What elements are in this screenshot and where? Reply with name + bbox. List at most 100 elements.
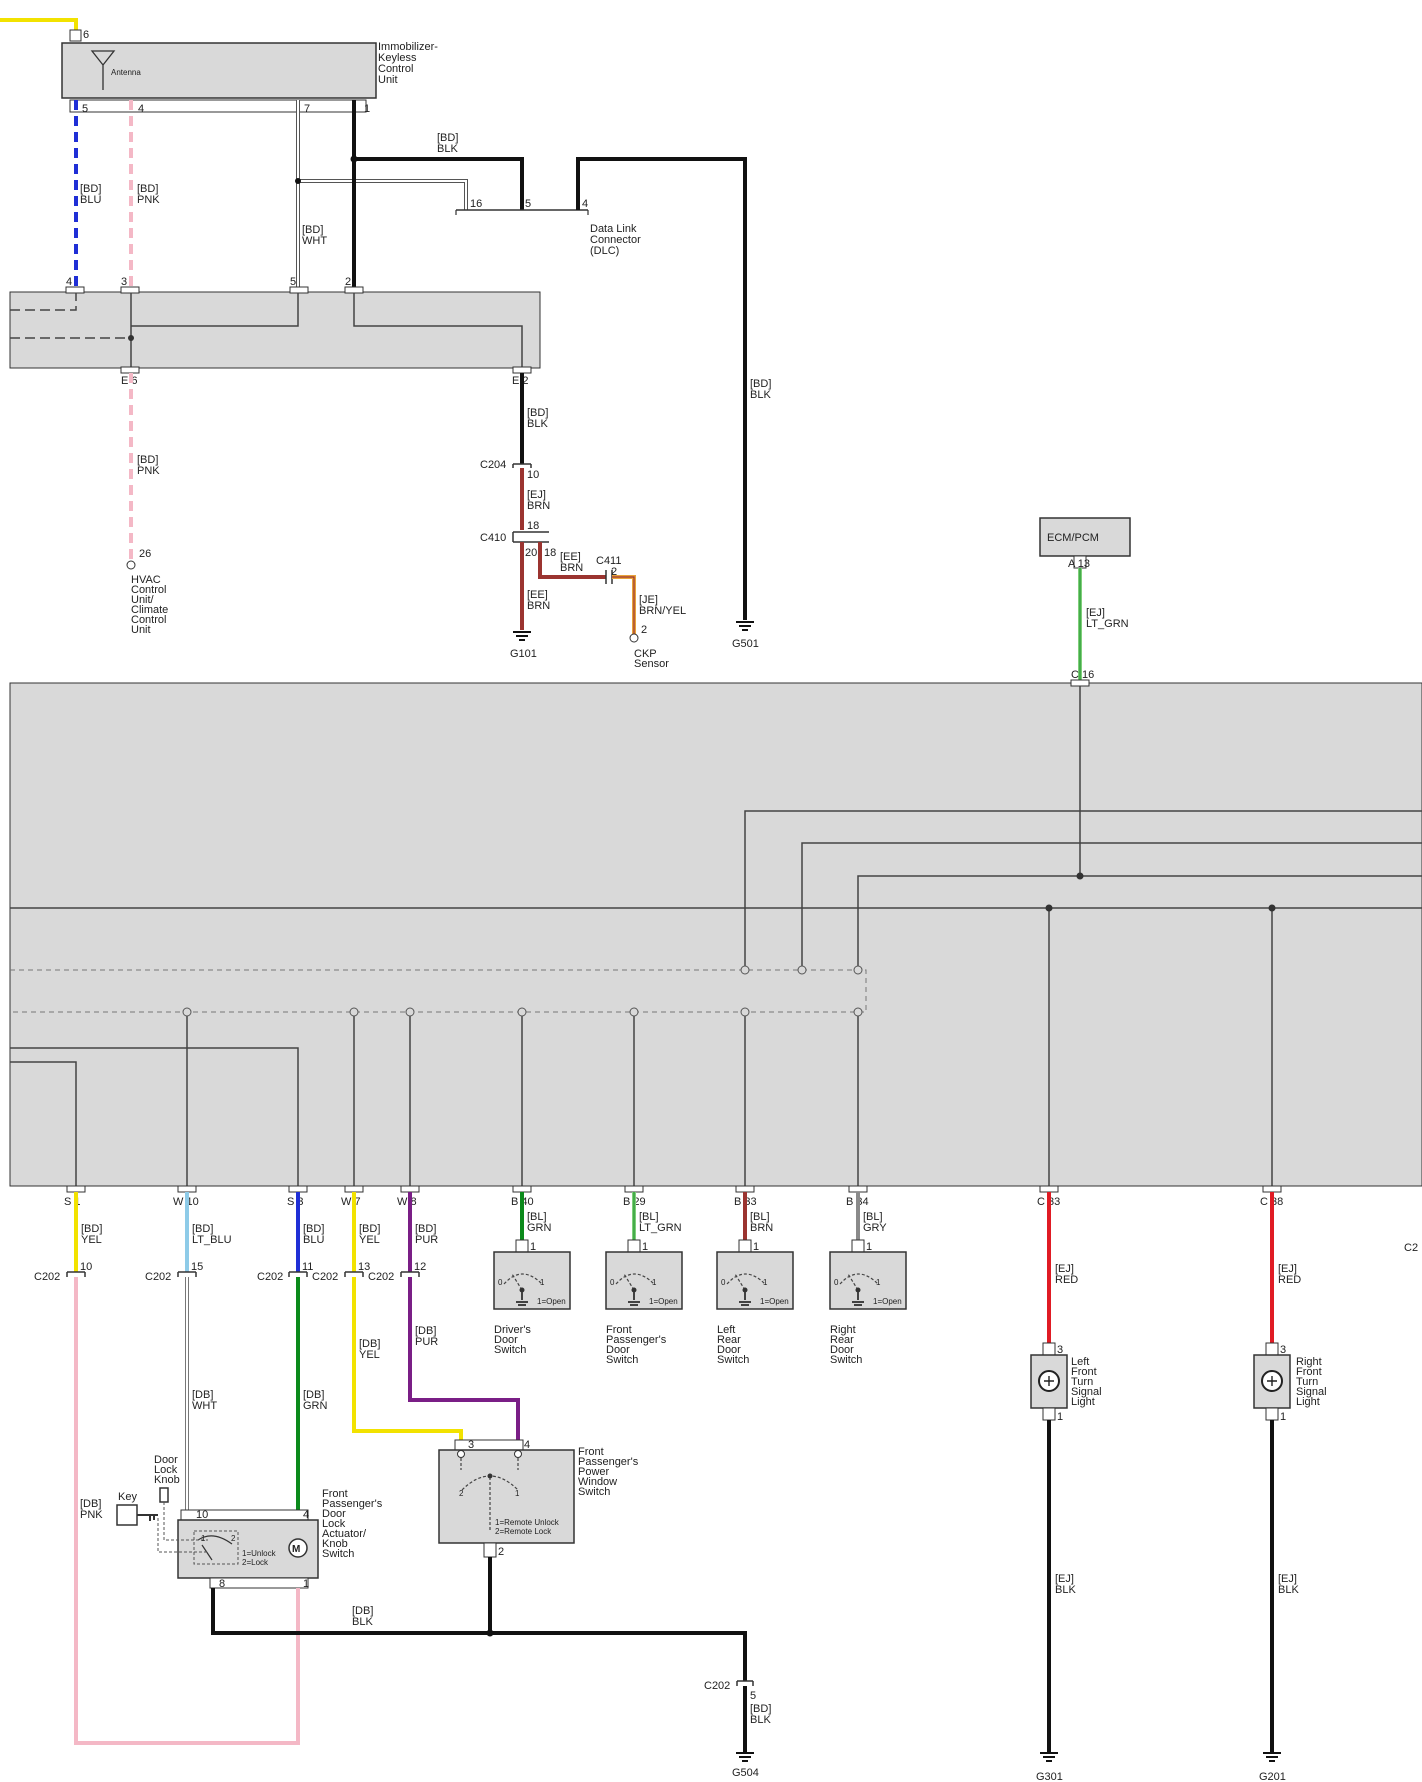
left-lamp-pin-1: 1: [1057, 1411, 1063, 1423]
wire-label-ecm-lt-grn: [EJ]LT_GRN: [1086, 607, 1129, 630]
connector-c410: [512, 531, 549, 543]
knob-link-dashed: [157, 1502, 208, 1553]
wire-label-imm-pnk: [BD]PNK: [137, 183, 160, 206]
left-rear-switch-pin: 1: [753, 1241, 759, 1253]
left-front-turn-signal-light: [1030, 1342, 1068, 1421]
c204-label: C204: [480, 459, 506, 471]
front-pass-open-legend: 1=Open: [649, 1297, 678, 1306]
wire-label-db-wht: [DB]WHT: [192, 1389, 217, 1412]
actuator-pin-8: 8: [219, 1578, 225, 1590]
actuator-pin-4: 4: [303, 1509, 309, 1521]
c204-pin: 10: [527, 469, 539, 481]
ground-g301-icon: [1040, 1752, 1058, 1762]
c411-pin: 2: [611, 566, 617, 578]
left-lamp-pin-3: 3: [1057, 1344, 1063, 1356]
pin-s3: S 3: [287, 1196, 304, 1208]
window-contact-1: 1: [515, 1489, 520, 1498]
hub-bottom-e2: E 2: [512, 375, 529, 387]
wire-je-brn-yel: [612, 575, 636, 634]
pin-6-connector: [69, 29, 82, 42]
wire-ee-brn-right: [538, 542, 606, 579]
wire-label-e2-blk: [BD]BLK: [527, 407, 548, 430]
window-pin-3: 3: [468, 1439, 474, 1451]
lower-module-panel: [9, 682, 1422, 1187]
ecm-pcm-label: ECM/PCM: [1047, 532, 1099, 544]
wire-label-imm-wht: [BD]WHT: [302, 224, 327, 247]
right-rear-contact-1: 1: [876, 1278, 881, 1287]
bottom-pin-connectors: [66, 1185, 1282, 1193]
hub-bottom-e6: E 6: [121, 375, 138, 387]
antenna-label: Antenna: [111, 68, 141, 77]
hub-internal-3: [130, 293, 299, 368]
wire-label-c33-red: [EJ]RED: [1055, 1263, 1078, 1286]
wire-label-b40-grn: [BL]GRN: [527, 1211, 552, 1234]
key-icon: [116, 1504, 158, 1526]
wire-label-je-brn-yel: [JE]BRN/YEL: [639, 594, 686, 617]
ground-g504-icon: [736, 1752, 754, 1762]
wire-label-b34-gry: [BL]GRY: [863, 1211, 887, 1234]
hub-pin-3: 3: [121, 276, 127, 288]
wire-label-db-blk: [DB]BLK: [352, 1605, 373, 1628]
c202-label-2: C202: [145, 1271, 171, 1283]
hub-pin-5: 5: [290, 276, 296, 288]
c202-pin-15: 15: [191, 1261, 203, 1273]
wire-db-pur: [408, 1277, 520, 1446]
front-pass-contact-0: 0: [610, 1278, 615, 1287]
pin-c33: C 33: [1037, 1196, 1060, 1208]
c202-connectors: [66, 1271, 420, 1277]
drivers-door-switch: [493, 1239, 571, 1310]
ckp-terminal: [629, 633, 639, 643]
c202-pin-12: 12: [414, 1261, 426, 1273]
right-rear-switch-pin: 1: [866, 1241, 872, 1253]
wire-db-yel: [352, 1277, 463, 1446]
wire-label-ee-brn-down: [EE]BRN: [527, 589, 550, 612]
upper-module-panel: [9, 291, 541, 369]
wire-label-s1-yel: [BD]YEL: [81, 1223, 102, 1246]
ground-g201-label: G201: [1259, 1771, 1286, 1782]
wire-label-w8-pur: [BD]PUR: [415, 1223, 438, 1246]
ground-g101-label: G101: [510, 648, 537, 660]
ground-g504-label: G504: [732, 1767, 759, 1779]
wire-label-db-grn: [DB]GRN: [303, 1389, 328, 1412]
motor-icon: M: [288, 1538, 308, 1558]
c202-pin-13: 13: [358, 1261, 370, 1273]
wire-label-ee-brn-right: [EE]BRN: [560, 551, 583, 574]
hub-top-connectors: [65, 286, 364, 294]
lower-splices: [1045, 872, 1276, 912]
hub-pin-4: 4: [66, 276, 72, 288]
imm-pin-4: 4: [138, 103, 144, 115]
ecm-input-pin: C 16: [1071, 669, 1094, 681]
splice-wht: [295, 178, 301, 184]
wire-label-w10-lt-blu: [BD]LT_BLU: [192, 1223, 232, 1246]
c202-g504-pin: 5: [750, 1690, 756, 1702]
wire-label-imm-blk: [BD]BLK: [437, 132, 458, 155]
drivers-switch-pin: 1: [530, 1241, 536, 1253]
actuator-pin-10: 10: [196, 1509, 208, 1521]
splice-db-blk: [486, 1629, 494, 1637]
dlc-pin-5: 5: [525, 198, 531, 210]
wire-db-pnk: [74, 1277, 300, 1745]
left-rear-open-legend: 1=Open: [760, 1297, 789, 1306]
hub-internal-dash-1: [10, 293, 77, 311]
wire-wht-to-dlc: [298, 179, 468, 210]
front-passenger-door-switch: [605, 1239, 683, 1310]
c2-edge-label: C2: [1404, 1242, 1418, 1254]
ckp-pin: 2: [641, 624, 647, 636]
ecm-pcm-box: [1039, 517, 1131, 557]
splice-blk: [350, 155, 358, 163]
right-lamp-pin-3: 3: [1280, 1344, 1286, 1356]
pin-w8: W 8: [397, 1196, 417, 1208]
wire-blk-to-dlc: [354, 157, 524, 210]
c202-label-5: C202: [368, 1271, 394, 1283]
svg-text:M: M: [292, 1544, 300, 1555]
connector-c204: [512, 463, 532, 468]
